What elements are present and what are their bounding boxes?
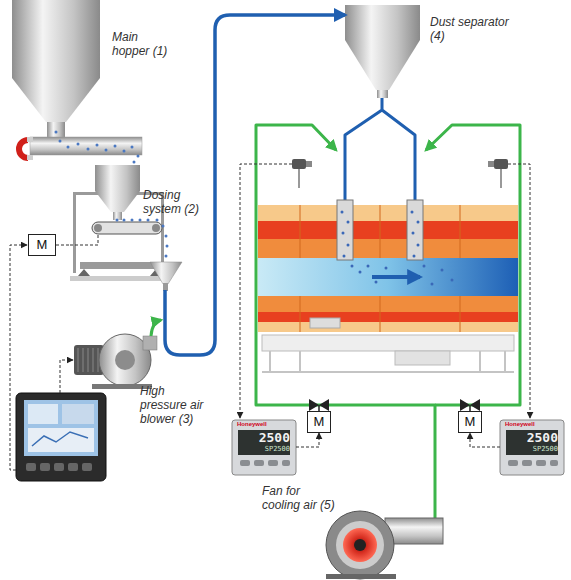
thermocouple-symbol — [488, 159, 508, 188]
air-blower: High pressure air blower (3) — [72, 332, 154, 388]
motor-label: M — [314, 415, 325, 429]
motor-box: M — [28, 234, 56, 256]
signal-connector — [296, 433, 319, 447]
controller-brand: Honeywell — [237, 421, 287, 428]
blower-outlet — [143, 336, 157, 350]
dosing-hopper-cone — [95, 191, 140, 212]
blower-hub — [115, 350, 135, 370]
separator-cone — [345, 40, 420, 90]
valve-motor-box: M — [307, 411, 331, 433]
fan-hub — [354, 539, 366, 551]
furnace-support — [262, 335, 514, 351]
motor-label: M — [465, 415, 476, 429]
panel-screen — [24, 400, 98, 456]
platform-base — [70, 276, 170, 281]
hopper-body — [12, 0, 100, 78]
panel-buttons — [26, 463, 92, 471]
refractory-layer — [258, 296, 518, 312]
dosing-system-drawing — [70, 165, 182, 291]
magnet-symbol — [19, 140, 28, 158]
dosing-belt — [92, 222, 162, 234]
material-particles — [116, 219, 169, 258]
load-cell — [78, 269, 162, 276]
thermocouple-symbol — [292, 159, 312, 188]
material-feed-lines — [345, 98, 415, 203]
support-frame — [262, 351, 514, 372]
temperature-controller: Honeywell 2500SP2500 — [500, 420, 564, 475]
signal-connector — [56, 245, 70, 246]
cooling-fan: Fan for cooling air (5) — [295, 500, 445, 578]
process-channel — [258, 258, 518, 296]
valve-motor-box: M — [458, 411, 482, 433]
conveyor-tube — [30, 137, 142, 155]
support-part — [310, 318, 340, 328]
touchscreen-panel — [16, 393, 106, 481]
magnet-pole — [27, 137, 33, 142]
signal-line — [10, 245, 27, 470]
main-hopper-drawing — [12, 0, 100, 137]
dosing-system: Dosing system (2) — [70, 160, 185, 290]
main-hopper: Main hopper (1) — [12, 0, 100, 136]
air-blower-drawing — [74, 334, 157, 389]
setpoint-value: SP2500 — [506, 445, 558, 454]
separator-neck — [377, 90, 388, 98]
fan-impeller — [343, 528, 377, 562]
air-flow-arrow — [151, 320, 161, 336]
material-pipe — [165, 15, 345, 355]
injection-pipe — [337, 200, 353, 260]
component-label: Main hopper (1) — [112, 30, 176, 58]
refractory-layer — [258, 322, 518, 332]
support-part — [395, 351, 450, 365]
magnet-pole — [27, 155, 33, 160]
funnel-spout — [163, 283, 168, 291]
controller-drawing — [500, 420, 564, 475]
brick-seams — [300, 205, 460, 332]
fan-inlet-ring — [336, 521, 384, 569]
panel-bezel — [16, 393, 106, 481]
signal-line — [60, 360, 73, 393]
component-label: Dust separator (4) — [430, 15, 515, 43]
screen-widget — [28, 428, 94, 452]
fan-base — [326, 574, 396, 579]
screen-widget — [62, 404, 94, 424]
signal-connector — [470, 433, 500, 447]
valve-stem — [319, 405, 470, 412]
dust-separator-drawing — [345, 5, 420, 98]
controller-drawing — [232, 420, 296, 475]
fan-scroll — [326, 511, 394, 579]
component-label: Dosing system (2) — [143, 188, 209, 216]
hopper-neck — [47, 122, 65, 137]
hopper-cone — [12, 78, 100, 122]
refractory-layer — [258, 221, 518, 239]
component-label: Fan for cooling air (5) — [262, 484, 340, 512]
motor-drive-line — [70, 235, 98, 245]
belt-roller — [94, 224, 102, 232]
component-label: High pressure air blower (3) — [140, 384, 214, 426]
motor-label: M — [37, 238, 48, 252]
setpoint-value: SP2500 — [238, 445, 290, 454]
feed-funnel — [150, 262, 182, 284]
refractory-layer — [258, 312, 518, 322]
controller-brand: Honeywell — [505, 421, 555, 428]
dust-separator: Dust separator (4) — [345, 5, 420, 100]
frame-post — [73, 193, 76, 273]
process-value: 2500 — [238, 430, 290, 445]
screen-trend — [32, 432, 88, 446]
separator-body — [345, 5, 420, 40]
belt-roller — [152, 224, 160, 232]
dosing-hopper-body — [95, 165, 140, 191]
refractory-layer — [258, 205, 518, 221]
process-value: 2500 — [506, 430, 558, 445]
motor-fins — [78, 348, 98, 372]
temperature-controller: Honeywell 2500SP2500 — [232, 420, 296, 475]
material-particles — [341, 211, 454, 286]
injection-pipe — [407, 200, 423, 260]
refractory-layer — [258, 239, 518, 258]
furnace-drawing — [258, 200, 518, 372]
screen-widget — [28, 404, 58, 424]
flow-direction-arrow — [372, 275, 420, 279]
cooling-fan-drawing — [326, 511, 443, 579]
